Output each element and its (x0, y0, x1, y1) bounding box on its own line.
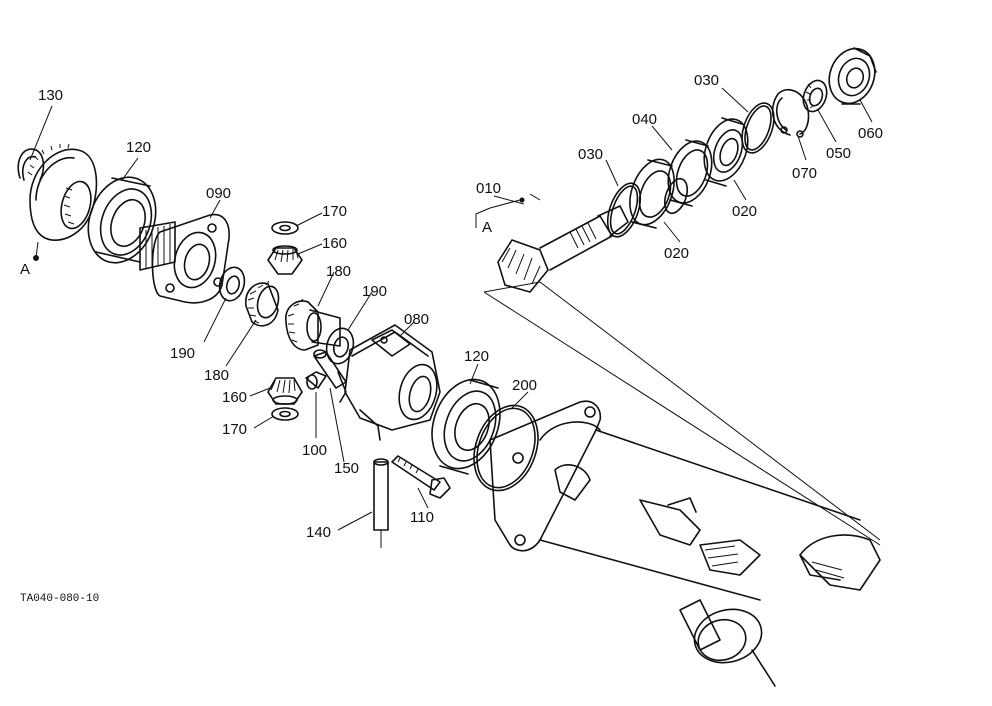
label-020-upper: 020 (732, 203, 757, 220)
part-160-pinion-lower (267, 377, 303, 405)
part-030-shim-lower (606, 182, 642, 238)
part-170-washer-lower (271, 407, 299, 421)
part-100-pin (305, 371, 327, 390)
label-070: 070 (792, 165, 817, 182)
part-040-collar (667, 139, 713, 207)
part-190-washer-left (218, 266, 246, 302)
label-040: 040 (632, 111, 657, 128)
part-010-pinion-shaft (497, 205, 629, 293)
part-080-differential-case (337, 324, 441, 441)
label-010: 010 (476, 180, 501, 197)
label-100: 100 (302, 442, 327, 459)
part-050-nut (802, 79, 828, 113)
label-170-upper: 170 (322, 203, 347, 220)
part-140-long-pin (373, 458, 389, 548)
part-180-side-gear-left (245, 280, 280, 327)
label-110: 110 (410, 509, 434, 526)
part-labels: 130 120 090 170 160 180 190 080 190 180 … (20, 72, 883, 605)
label-160-lower: 160 (222, 389, 247, 406)
part-070-snap-ring (771, 88, 810, 138)
part-060-oil-seal (828, 47, 877, 105)
part-020-bearing-lower (629, 158, 689, 229)
reference-a-right: A (482, 219, 492, 236)
leader-lines (29, 87, 873, 531)
label-120-left: 120 (126, 139, 151, 156)
label-090: 090 (206, 185, 231, 202)
part-130-snap-ring (17, 148, 45, 181)
label-130: 130 (38, 87, 63, 104)
part-120-bearing-left (87, 176, 157, 264)
label-030-upper: 030 (694, 72, 719, 89)
label-120-right: 120 (464, 348, 489, 365)
reference-a-marker-left (33, 241, 39, 261)
label-190-upper: 190 (362, 283, 387, 300)
part-170-washer-upper (271, 221, 299, 235)
label-180-upper: 180 (326, 263, 351, 280)
label-170-lower: 170 (222, 421, 247, 438)
part-120-bearing-right (431, 378, 501, 475)
label-030-lower: 030 (578, 146, 603, 163)
label-080: 080 (404, 311, 429, 328)
label-140: 140 (306, 524, 331, 541)
label-060: 060 (858, 125, 883, 142)
label-190-lower: 190 (170, 345, 195, 362)
label-160-upper: 160 (322, 235, 347, 252)
part-090-differential-case (139, 213, 230, 304)
part-020-bearing-upper (703, 117, 749, 187)
label-020-lower: 020 (664, 245, 689, 262)
part-200-o-ring (473, 404, 539, 492)
label-150: 150 (334, 460, 359, 477)
part-180-side-gear-right (285, 298, 341, 351)
figure-code: TA040-080-10 (20, 593, 99, 605)
label-050: 050 (826, 145, 851, 162)
part-160-pinion-upper (267, 245, 303, 275)
label-180-lower: 180 (204, 367, 229, 384)
label-200: 200 (512, 377, 537, 394)
left-spur-gear (27, 143, 98, 241)
part-110-bolt (391, 455, 451, 499)
reference-a-left: A (20, 261, 30, 278)
part-030-shim-upper (741, 102, 775, 154)
axle-housing (489, 400, 881, 687)
part-150-shaft (313, 349, 347, 389)
assembly-guide-lines (483, 281, 881, 546)
